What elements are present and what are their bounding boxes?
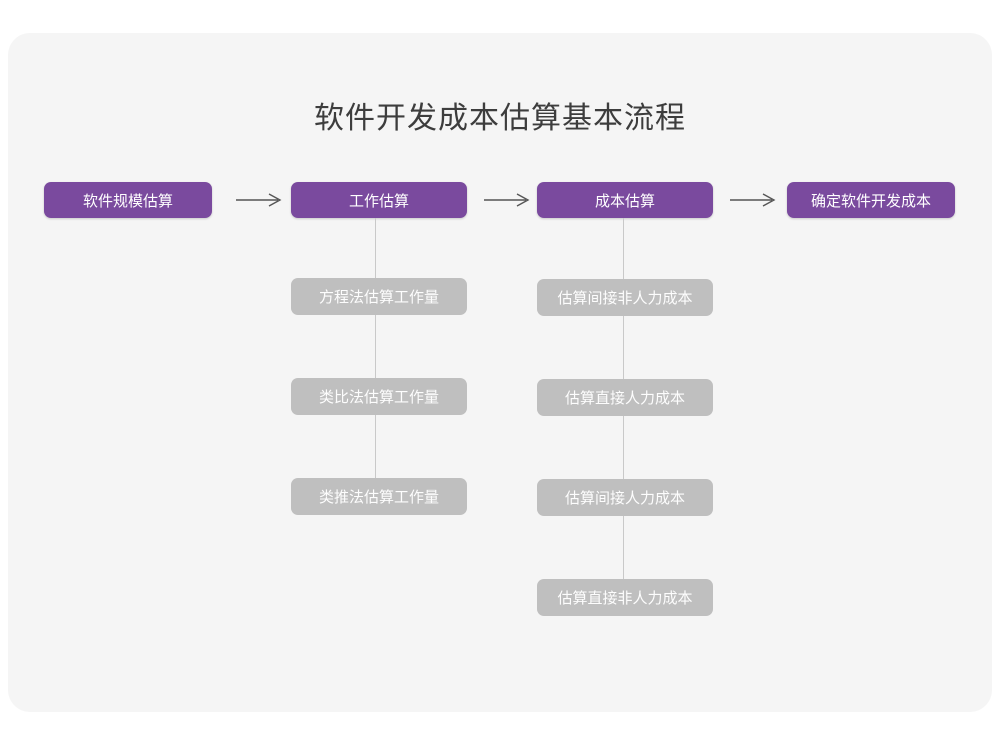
- branch-node-inference-method-effort[interactable]: 类推法估算工作量: [291, 478, 467, 515]
- branch-node-label: 估算间接人力成本: [564, 489, 685, 507]
- branch-node-direct-nonlabor-cost[interactable]: 估算直接非人力成本: [537, 579, 713, 616]
- connector-line-col1-2: [375, 314, 376, 378]
- connector-line-col1-3: [375, 414, 376, 478]
- arrow-3-icon: [730, 190, 778, 210]
- branch-node-direct-labor-cost[interactable]: 估算直接人力成本: [537, 379, 713, 416]
- diagram-card: 软件开发成本估算基本流程 软件规模估算 工作估算 成本估算 确定软件开发成本: [8, 33, 992, 712]
- flow-step-label: 工作估算: [348, 191, 409, 210]
- page-title: 软件开发成本估算基本流程: [314, 101, 686, 136]
- branch-node-label: 估算直接非人力成本: [557, 589, 693, 607]
- branch-node-indirect-labor-cost[interactable]: 估算间接人力成本: [537, 479, 713, 516]
- branch-node-equation-method-effort[interactable]: 方程法估算工作量: [291, 278, 467, 315]
- flow-step-software-scale-estimation[interactable]: 软件规模估算: [44, 182, 212, 218]
- flow-step-label: 成本估算: [594, 191, 655, 210]
- branch-node-label: 类比法估算工作量: [318, 388, 439, 406]
- flow-step-effort-estimation[interactable]: 工作估算: [291, 182, 467, 218]
- connector-line-col2-3: [623, 415, 624, 479]
- arrow-2-icon: [484, 190, 532, 210]
- connector-line-col2-1: [623, 218, 624, 298]
- branch-node-label: 估算直接人力成本: [564, 389, 685, 407]
- branch-node-indirect-nonlabor-cost[interactable]: 估算间接非人力成本: [537, 279, 713, 316]
- branch-node-label: 类推法估算工作量: [318, 488, 439, 506]
- flow-step-determine-development-cost[interactable]: 确定软件开发成本: [787, 182, 955, 218]
- flow-step-cost-estimation[interactable]: 成本估算: [537, 182, 713, 218]
- arrow-1-icon: [236, 190, 284, 210]
- connector-line-col1-1: [375, 218, 376, 298]
- flow-step-label: 软件规模估算: [82, 191, 173, 210]
- connector-line-col2-4: [623, 515, 624, 579]
- branch-node-label: 估算间接非人力成本: [557, 289, 693, 307]
- connector-line-col2-2: [623, 315, 624, 379]
- flow-step-label: 确定软件开发成本: [810, 191, 931, 210]
- branch-node-analogy-method-effort[interactable]: 类比法估算工作量: [291, 378, 467, 415]
- branch-node-label: 方程法估算工作量: [318, 288, 439, 306]
